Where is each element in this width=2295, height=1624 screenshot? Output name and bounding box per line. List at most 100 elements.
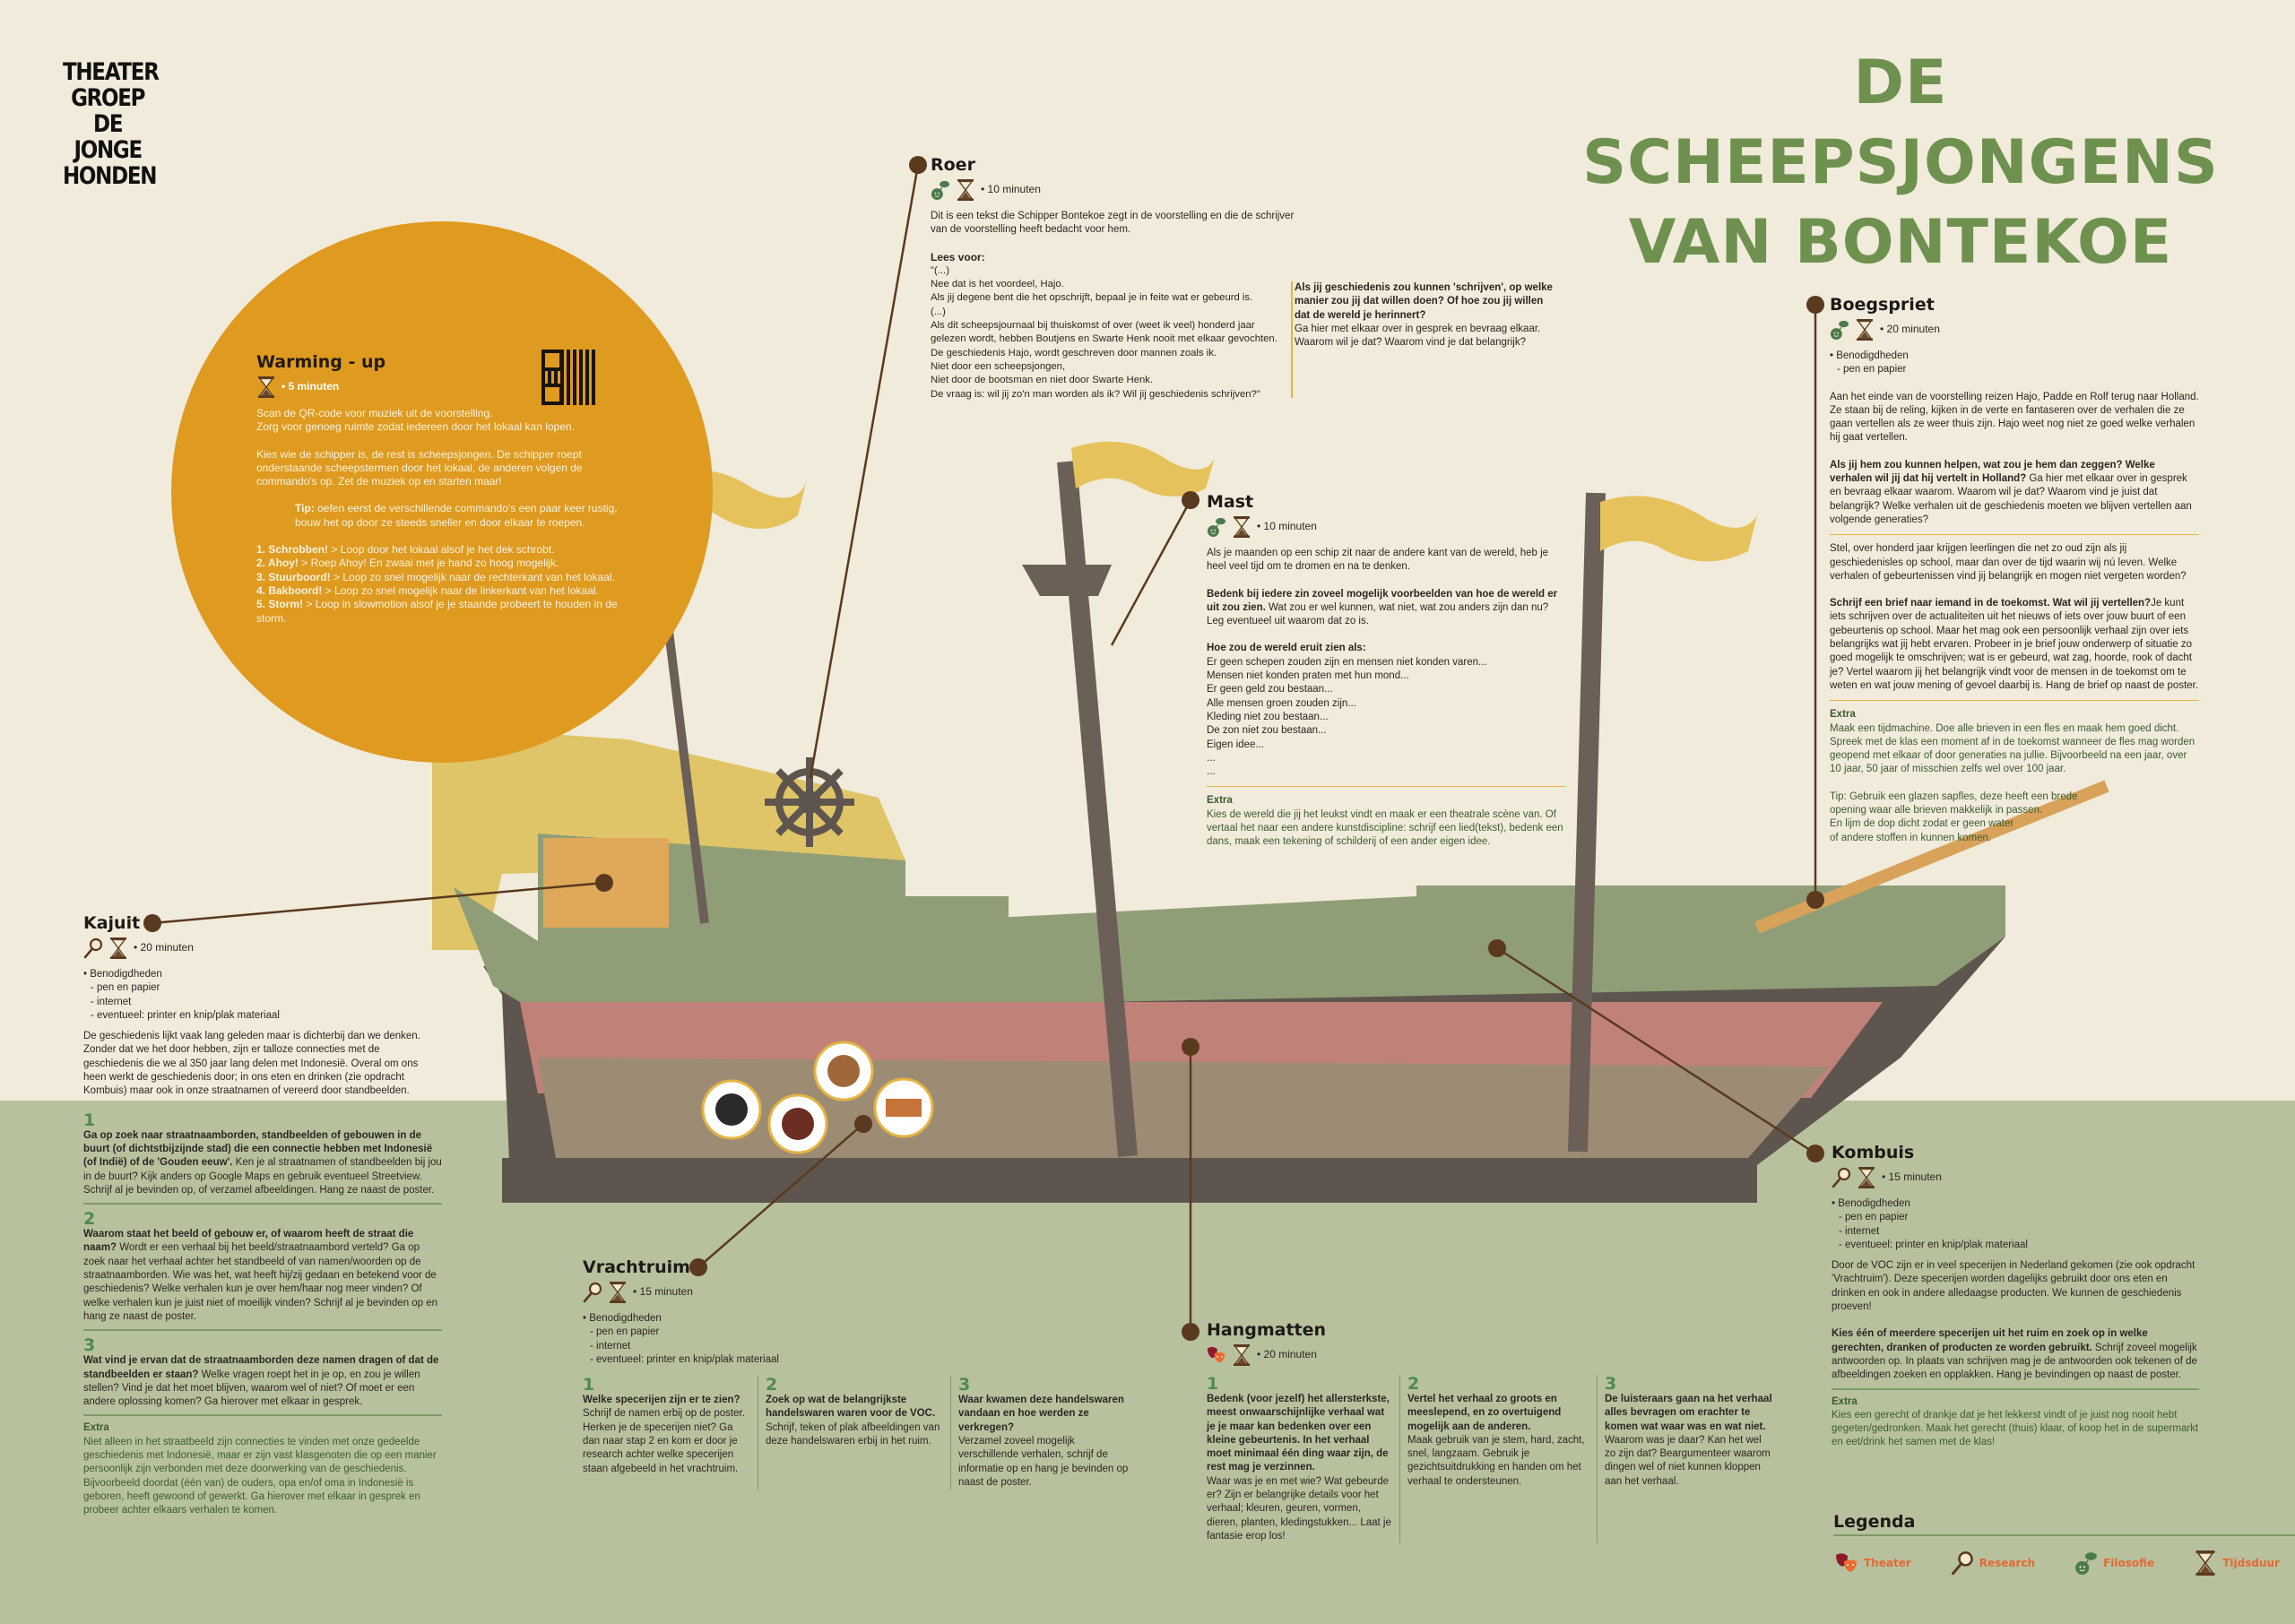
vrachtruim-marker[interactable]	[689, 1258, 707, 1276]
step-bold: Welke specerijen zijn er te zien?	[583, 1395, 740, 1406]
tip-line: Tip: Gebruik een glazen sapfles, deze he…	[1830, 790, 2078, 802]
step-body: Verzamel zoveel mogelijk verschillende v…	[958, 1436, 1129, 1488]
divider	[83, 1329, 442, 1332]
step-bold: De luisteraars gaan na het verhaal alles…	[1605, 1394, 1772, 1432]
logo-line: HONDEN	[63, 162, 157, 190]
step-body: Schrijf de namen erbij op de poster. Her…	[583, 1408, 745, 1474]
extra-text: Kies de wereld die jij het leukst vindt …	[1207, 808, 1563, 848]
legend-title: Legenda	[1833, 1512, 1916, 1532]
command-text: > Loop zo snel mogelijk naar de linkerka…	[322, 583, 599, 597]
list: Er geen schepen zouden zijn en mensen ni…	[1207, 656, 1565, 780]
paragraph-bold: Bedenk bij iedere zin zoveel mogelijk vo…	[1207, 588, 1558, 613]
step-number: 2	[83, 1209, 96, 1230]
section-title: Roer	[931, 155, 975, 175]
paragraph: Kies wie de schipper is, de rest is sche…	[256, 447, 583, 488]
filosofie-icon	[2074, 1551, 2098, 1576]
paragraph: Stel, over honderd jaar krijgen leerling…	[1830, 543, 2187, 582]
needs-title: • Benodigdheden	[1830, 350, 1909, 361]
quote-line: gelezen wordt, hebben Boutjens en Swarte…	[931, 333, 1277, 345]
duration: • 10 minuten	[1257, 520, 1317, 533]
quote-line: Niet door de bootsman en niet door Swart…	[931, 375, 1154, 386]
logo-line: THEATER	[63, 58, 160, 86]
legend-item-research: Research	[1951, 1551, 2035, 1576]
paragraph: Je kunt iets schrijven over de actualite…	[1830, 598, 2199, 691]
needs-item: - pen en papier	[91, 982, 160, 994]
section-title: Warming - up	[256, 352, 386, 372]
step-body: Waar was je en met wie? Wat gebeurde er?…	[1207, 1475, 1391, 1542]
filosofie-icon	[931, 179, 950, 201]
research-icon	[1951, 1551, 1974, 1576]
theater-masks-icon	[1207, 1344, 1226, 1366]
duration: • 15 minuten	[633, 1285, 693, 1299]
paragraph: Wat zou er wel kunnen, wat niet, wat zou…	[1207, 601, 1549, 627]
hourglass-icon	[956, 179, 975, 201]
needs-item: - eventueel: printer en knip/plak materi…	[1839, 1239, 2028, 1250]
step-bold: Bedenk (voor jezelf) het allersterkste, …	[1207, 1394, 1390, 1473]
paragraph: De geschiedenis lijkt vaak lang geleden …	[83, 1031, 420, 1097]
step-body: Waarom was je daar? Kan het wel zo zijn …	[1605, 1434, 1771, 1487]
step-number: 1	[1207, 1374, 1219, 1394]
paragraph-bold: Schrijf een brief naar iemand in de toek…	[1830, 598, 2152, 609]
step-bold: Waarom staat het beeld of gebouw er, of …	[83, 1229, 414, 1254]
command-item: 3. Stuurboord! > Loop zo snel mogelijk n…	[256, 571, 633, 584]
tip: Tip: Gebruik een glazen sapfles, deze he…	[1830, 790, 2199, 845]
section-title: Kombuis	[1832, 1143, 1915, 1162]
hourglass-icon	[1232, 1344, 1251, 1366]
divider	[1207, 786, 1565, 788]
command-text: > Loop door het lokaal alsof je het dek …	[328, 543, 555, 557]
roer-marker[interactable]	[909, 156, 927, 174]
vrachtruim-section: Vrachtruim • 15 minuten • Benodigdheden …	[583, 1257, 1174, 1490]
hourglass-icon	[2194, 1551, 2217, 1576]
needs-item: - pen en papier	[1839, 1212, 1909, 1223]
warmup-sun	[171, 221, 713, 763]
extra-text: Maak een tijdmachine. Doe alle brieven i…	[1830, 722, 2195, 775]
paragraph: Dit is een tekst die Schipper Bontekoe z…	[931, 211, 1295, 236]
step-body: Maak gebruik van je stem, hard, zacht, s…	[1407, 1434, 1585, 1487]
list-item: De zon niet zou bestaan...	[1207, 725, 1327, 737]
roer-question: Als jij geschiedenis zou kunnen 'schrijv…	[1291, 281, 1560, 398]
legend-label: Research	[1979, 1557, 2036, 1569]
mast-marker[interactable]	[1182, 491, 1199, 509]
kajuit-section: Kajuit • 20 minuten • Benodigdheden - pe…	[83, 912, 442, 1518]
tip-label: Tip:	[295, 502, 315, 515]
list-item: Alle mensen groen zouden zijn...	[1207, 697, 1356, 709]
title-line: DE	[1853, 48, 1948, 118]
quote-line: Niet door een scheepsjongen,	[931, 360, 1066, 372]
kombuis-marker[interactable]	[1806, 1145, 1824, 1162]
research-icon	[83, 937, 103, 959]
duration: • 15 minuten	[1882, 1170, 1942, 1184]
mast-section: Mast • 10 minuten Als je maanden op een …	[1207, 491, 1565, 850]
hourglass-icon	[1857, 1167, 1876, 1188]
legend-item-tijdsduur: Tijdsduur	[2194, 1551, 2280, 1576]
extra-text: Niet alleen in het straatbeeld zijn conn…	[83, 1436, 437, 1516]
needs-item: - internet	[590, 1340, 631, 1352]
research-icon	[1832, 1167, 1851, 1188]
step-number: 2	[1407, 1374, 1420, 1394]
command-item: 2. Ahoy! > Roep Ahoy! En zwaai met je ha…	[256, 557, 633, 570]
step-text: Wat vind je ervan dat de straatnaamborde…	[83, 1354, 442, 1409]
paragraph: Als je maanden op een schip zit naar de …	[1207, 548, 1549, 573]
needs-item: - pen en papier	[590, 1326, 660, 1338]
filosofie-icon	[1830, 319, 1849, 341]
qr-code[interactable]	[541, 350, 597, 405]
hangmatten-marker[interactable]	[1182, 1323, 1199, 1341]
step-text: Ga op zoek naar straatnaamborden, standb…	[83, 1129, 442, 1197]
spices	[701, 1041, 934, 1154]
boegspriet-marker[interactable]	[1806, 296, 1824, 314]
quote-line: (...)	[931, 306, 946, 317]
deck-line	[502, 1158, 1757, 1203]
command-name: 5. Storm!	[256, 598, 304, 611]
divider	[1830, 700, 2199, 702]
command-name: 2. Ahoy!	[256, 557, 299, 570]
kajuit-marker[interactable]	[143, 914, 161, 932]
step-bold: Ga op zoek naar straatnaamborden, standb…	[83, 1129, 433, 1169]
duration: • 5 minuten	[281, 380, 340, 393]
step-number: 2	[766, 1375, 778, 1395]
